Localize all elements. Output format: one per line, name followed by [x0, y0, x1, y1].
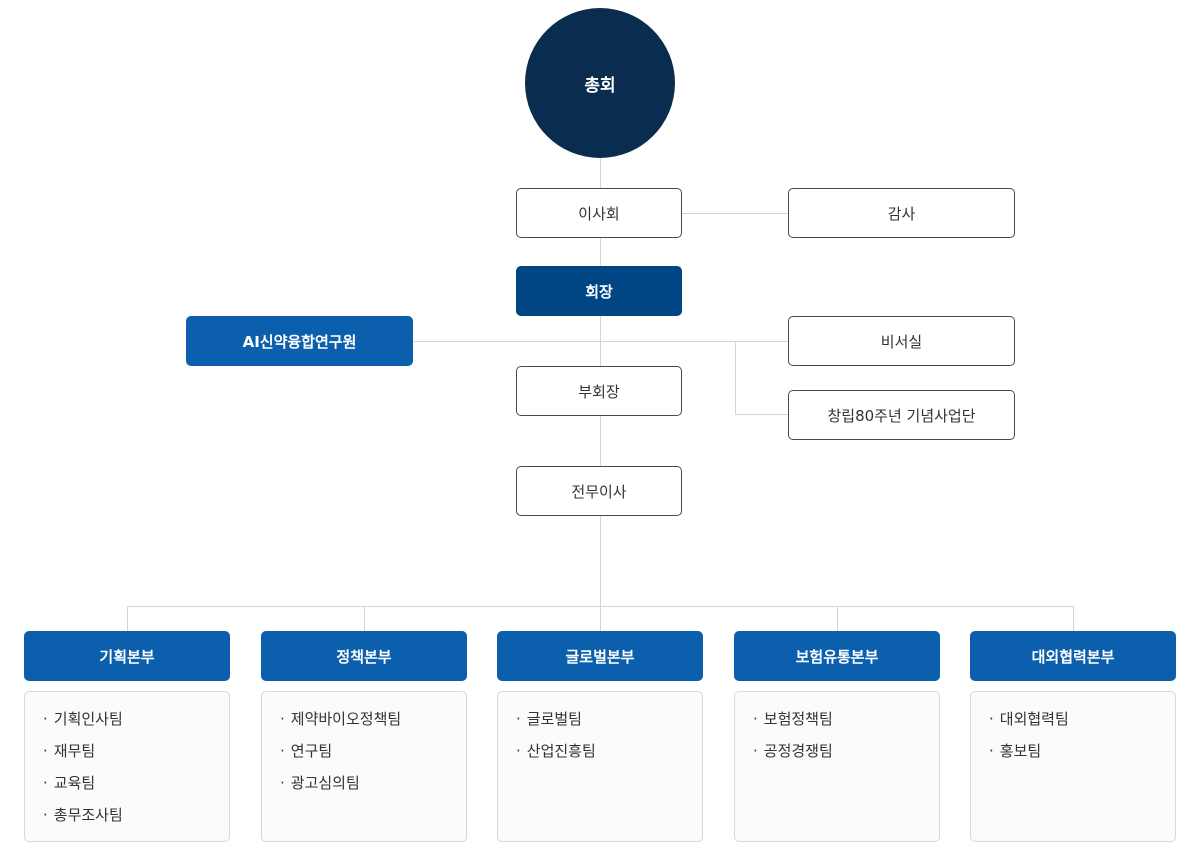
- connector-branch-anniversary: [735, 341, 736, 415]
- department-header: 기획본부: [24, 631, 230, 681]
- vice-chairman-node: 부회장: [516, 366, 682, 416]
- connector-dept-2: [364, 606, 365, 631]
- team-item: 총무조사팀: [43, 802, 229, 834]
- department-header: 정책본부: [261, 631, 467, 681]
- connector-anniversary: [735, 414, 788, 415]
- audit-node: 감사: [788, 188, 1015, 238]
- connector-ai-secretariat: [413, 341, 788, 342]
- anniversary-node: 창립80주년 기념사업단: [788, 390, 1015, 440]
- secretariat-node: 비서실: [788, 316, 1015, 366]
- team-list: 보험정책팀 공정경쟁팀: [734, 691, 940, 842]
- connector-dept-1: [127, 606, 128, 631]
- connector-dept-5: [1073, 606, 1074, 631]
- team-list: 제약바이오정책팀 연구팀 광고심의팀: [261, 691, 467, 842]
- team-item: 광고심의팀: [280, 770, 466, 802]
- team-list: 글로벌팀 산업진흥팀: [497, 691, 703, 842]
- team-item: 제약바이오정책팀: [280, 706, 466, 738]
- team-item: 보험정책팀: [753, 706, 939, 738]
- team-item: 홍보팀: [989, 738, 1175, 770]
- team-list: 대외협력팀 홍보팀: [970, 691, 1176, 842]
- team-item: 기획인사팀: [43, 706, 229, 738]
- general-meeting-node: 총회: [525, 8, 675, 158]
- executive-director-node: 전무이사: [516, 466, 682, 516]
- team-item: 연구팀: [280, 738, 466, 770]
- chairman-node: 회장: [516, 266, 682, 316]
- department-header: 보험유통본부: [734, 631, 940, 681]
- department-header: 대외협력본부: [970, 631, 1176, 681]
- department-header: 글로벌본부: [497, 631, 703, 681]
- team-item: 대외협력팀: [989, 706, 1175, 738]
- connector-dept-4: [837, 606, 838, 631]
- team-item: 공정경쟁팀: [753, 738, 939, 770]
- team-item: 재무팀: [43, 738, 229, 770]
- team-item: 글로벌팀: [516, 706, 702, 738]
- team-item: 교육팀: [43, 770, 229, 802]
- board-node: 이사회: [516, 188, 682, 238]
- connector-dept-3: [600, 606, 601, 631]
- connector-board-audit: [682, 213, 788, 214]
- ai-institute-node: AI신약융합연구원: [186, 316, 413, 366]
- team-list: 기획인사팀 재무팀 교육팀 총무조사팀: [24, 691, 230, 842]
- team-item: 산업진흥팀: [516, 738, 702, 770]
